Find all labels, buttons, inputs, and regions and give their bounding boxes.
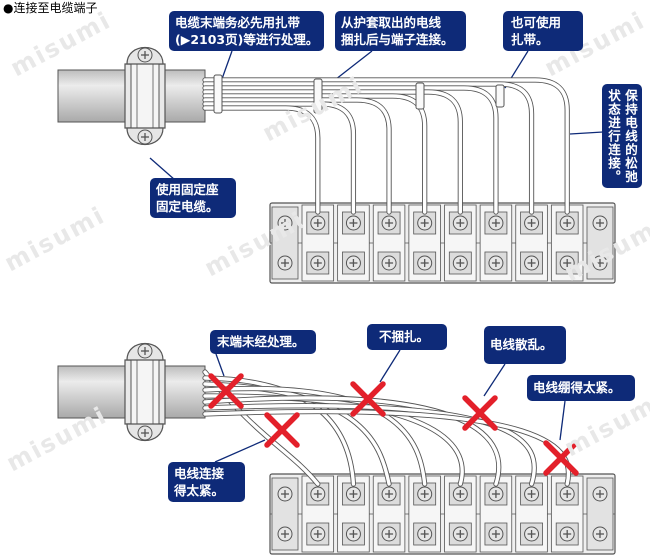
terminal-screw-icon xyxy=(345,526,362,542)
terminal-screw-icon xyxy=(488,215,504,231)
clamp-band xyxy=(130,359,160,425)
callout-fix-with-holder: 使用固定座 固定电缆。 xyxy=(150,178,236,218)
end-screw-icon xyxy=(592,215,608,231)
callout-cable-tie: 也可使用 扎带。 xyxy=(503,11,583,51)
callout-text: 末端未经处理。 xyxy=(217,334,305,349)
terminal-screw-icon xyxy=(345,215,362,231)
clamp-screw-icon xyxy=(137,343,153,359)
callout-wires-scattered: 电线散乱。 xyxy=(484,326,566,364)
wire xyxy=(203,409,571,486)
terminal-screw-icon xyxy=(417,486,433,502)
clamp-screw-icon xyxy=(137,129,153,145)
correct-wiring-figure xyxy=(57,47,616,284)
callout-process-cable-end: 电缆末端务必先用扎带 (▶2103页)等进行处理。 xyxy=(169,11,324,51)
cable-tie xyxy=(213,74,223,114)
callout-keep-slack: 状态进行连接。 保持电线的松弛 xyxy=(602,84,642,188)
callout-pointer xyxy=(214,439,266,463)
callout-not-bundled: 不捆扎。 xyxy=(367,324,447,350)
terminal-screw-icon xyxy=(488,255,504,271)
terminal-screw-icon xyxy=(417,526,433,542)
callout-wires-too-tight: 电线绷得太紧。 xyxy=(527,375,635,401)
cable-tie xyxy=(495,84,505,108)
terminal-screw-icon xyxy=(559,526,575,542)
terminal-screw-icon xyxy=(488,526,504,542)
clamp-screw-icon xyxy=(137,47,153,63)
clamp-screw-icon xyxy=(137,425,153,441)
cross-mark xyxy=(543,440,579,476)
terminal-screw-icon xyxy=(310,255,326,271)
terminal-screw-icon xyxy=(417,215,433,231)
terminal-screw-icon xyxy=(345,486,362,502)
terminal-screw-icon xyxy=(381,526,397,542)
terminal-screw-icon xyxy=(417,255,433,271)
terminal-screw-icon xyxy=(452,215,468,231)
callout-pointer xyxy=(483,363,506,397)
cross-mark xyxy=(462,395,498,431)
wire xyxy=(203,78,569,214)
terminal-screw-icon xyxy=(488,486,504,502)
terminal-screw-icon xyxy=(310,215,326,231)
callout-pointer xyxy=(215,353,225,377)
terminal-screw-icon xyxy=(452,486,468,502)
page-title: ●连接至电缆端子 xyxy=(3,1,98,15)
terminal-screw-icon xyxy=(381,215,397,231)
callout-pointer xyxy=(559,400,566,441)
terminal-screw-icon xyxy=(345,255,362,271)
callout-text: 电线绷得太紧。 xyxy=(533,380,621,395)
terminal-screw-icon xyxy=(381,255,397,271)
callout-text: 电线连接 得太紧。 xyxy=(174,466,225,498)
cable-tie xyxy=(313,78,323,114)
end-screw-icon xyxy=(277,486,293,502)
callout-text: 状态进行连接。 xyxy=(606,89,621,184)
terminal-screw-icon xyxy=(523,215,540,231)
wire xyxy=(203,90,463,214)
incorrect-wiring-figure xyxy=(57,343,616,555)
callout-pointer xyxy=(379,349,401,383)
wire xyxy=(203,82,534,214)
cross-mark xyxy=(208,373,244,409)
end-screw-icon xyxy=(592,486,608,502)
callout-text: 也可使用 扎带。 xyxy=(511,15,562,47)
wire xyxy=(203,106,320,214)
callout-text: 电线散乱。 xyxy=(490,337,553,352)
cross-mark xyxy=(350,381,386,417)
callout-text: 保持电线的松弛 xyxy=(623,89,638,184)
callout-bundle-wires: 从护套取出的电线 捆扎后与端子连接。 xyxy=(335,11,466,51)
callout-text: 电缆末端务必先用扎带 (▶2103页)等进行处理。 xyxy=(175,15,319,47)
cross-mark xyxy=(264,412,300,448)
callout-pointer xyxy=(569,131,604,135)
clamp-band xyxy=(130,63,160,129)
callout-connection-too-tight: 电线连接 得太紧。 xyxy=(168,462,245,502)
callout-end-unprocessed: 末端未经处理。 xyxy=(210,330,316,354)
end-screw-icon xyxy=(592,526,608,542)
callout-text: 从护套取出的电线 捆扎后与端子连接。 xyxy=(341,15,454,47)
wire xyxy=(203,86,498,214)
terminal-screw-icon xyxy=(523,486,540,502)
wire xyxy=(203,98,391,214)
terminal-screw-icon xyxy=(381,486,397,502)
terminal-screw-icon xyxy=(523,526,540,542)
callout-text: 使用固定座 固定电缆。 xyxy=(156,182,219,214)
terminal-screw-icon xyxy=(310,486,326,502)
cable-tie xyxy=(415,82,425,110)
callout-pointer xyxy=(149,157,176,181)
end-screw-icon xyxy=(277,255,293,271)
terminal-screw-icon xyxy=(559,215,575,231)
end-screw-icon xyxy=(277,526,293,542)
callout-text: 不捆扎。 xyxy=(379,329,430,344)
wire xyxy=(203,386,427,486)
terminal-screw-icon xyxy=(310,526,326,542)
terminal-screw-icon xyxy=(452,255,468,271)
terminal-screw-icon xyxy=(559,486,575,502)
terminal-screw-icon xyxy=(452,526,468,542)
terminal-screw-icon xyxy=(523,255,540,271)
